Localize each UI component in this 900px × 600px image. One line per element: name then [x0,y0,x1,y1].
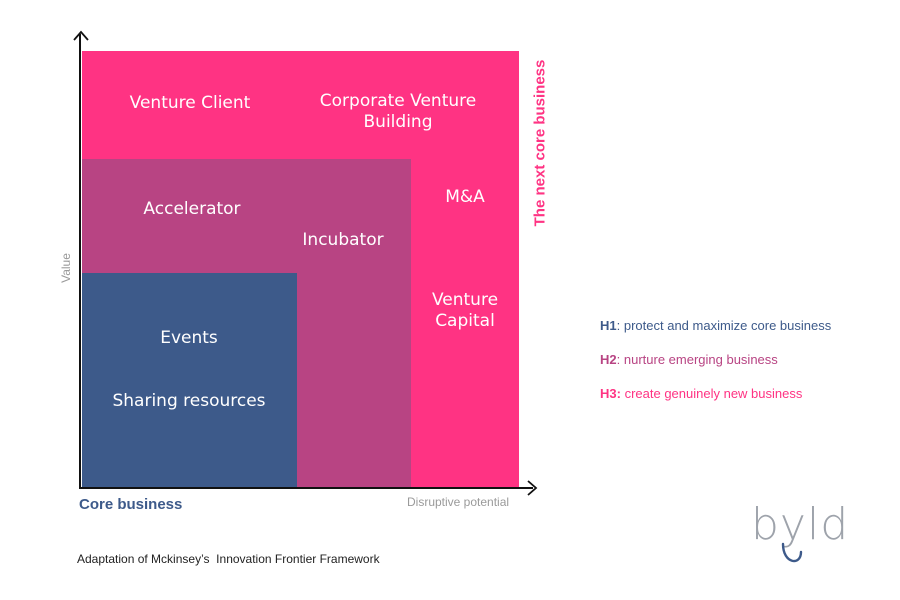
label-venture-capital: Venture Capital [431,290,499,331]
legend-h2: H2: nurture emerging business [600,352,778,367]
top-right-label: The next core business [531,59,549,227]
y-axis-line [79,34,81,489]
label-corporate-venture-building: Corporate Venture Building [319,91,477,132]
byld-logo: byld [751,499,850,550]
legend-h3-key: H3: [600,386,621,401]
y-axis-arrow-icon [73,30,89,41]
x-axis-line [79,487,533,489]
x-axis-label: Disruptive potential [407,495,510,509]
origin-label: Core business [79,496,183,513]
legend-h1-key: H1 [600,318,617,333]
label-events: Events [160,328,218,348]
legend-h3-text: create genuinely new business [624,386,803,401]
legend-h2-text: nurture emerging business [623,352,778,367]
legend-h1: H1: protect and maximize core business [600,318,831,333]
label-accelerator: Accelerator [143,199,241,219]
legend-h2-sep: : [616,352,624,367]
label-ma: M&A [445,187,485,207]
caption: Adaptation of Mckinsey’s Innovation Fron… [77,552,380,566]
label-sharing-resources: Sharing resources [112,391,266,411]
legend-h3: H3: create genuinely new business [600,386,802,401]
h1-zone [82,273,297,487]
legend-h1-text: protect and maximize core business [623,318,832,333]
label-venture-client: Venture Client [129,93,251,113]
legend-h2-key: H2 [600,352,617,367]
legend-h1-sep: : [616,318,624,333]
logo-swoosh-icon [781,542,803,563]
x-axis-arrow-icon [527,480,538,496]
y-axis-label: Value [59,253,73,283]
label-incubator: Incubator [302,230,384,250]
